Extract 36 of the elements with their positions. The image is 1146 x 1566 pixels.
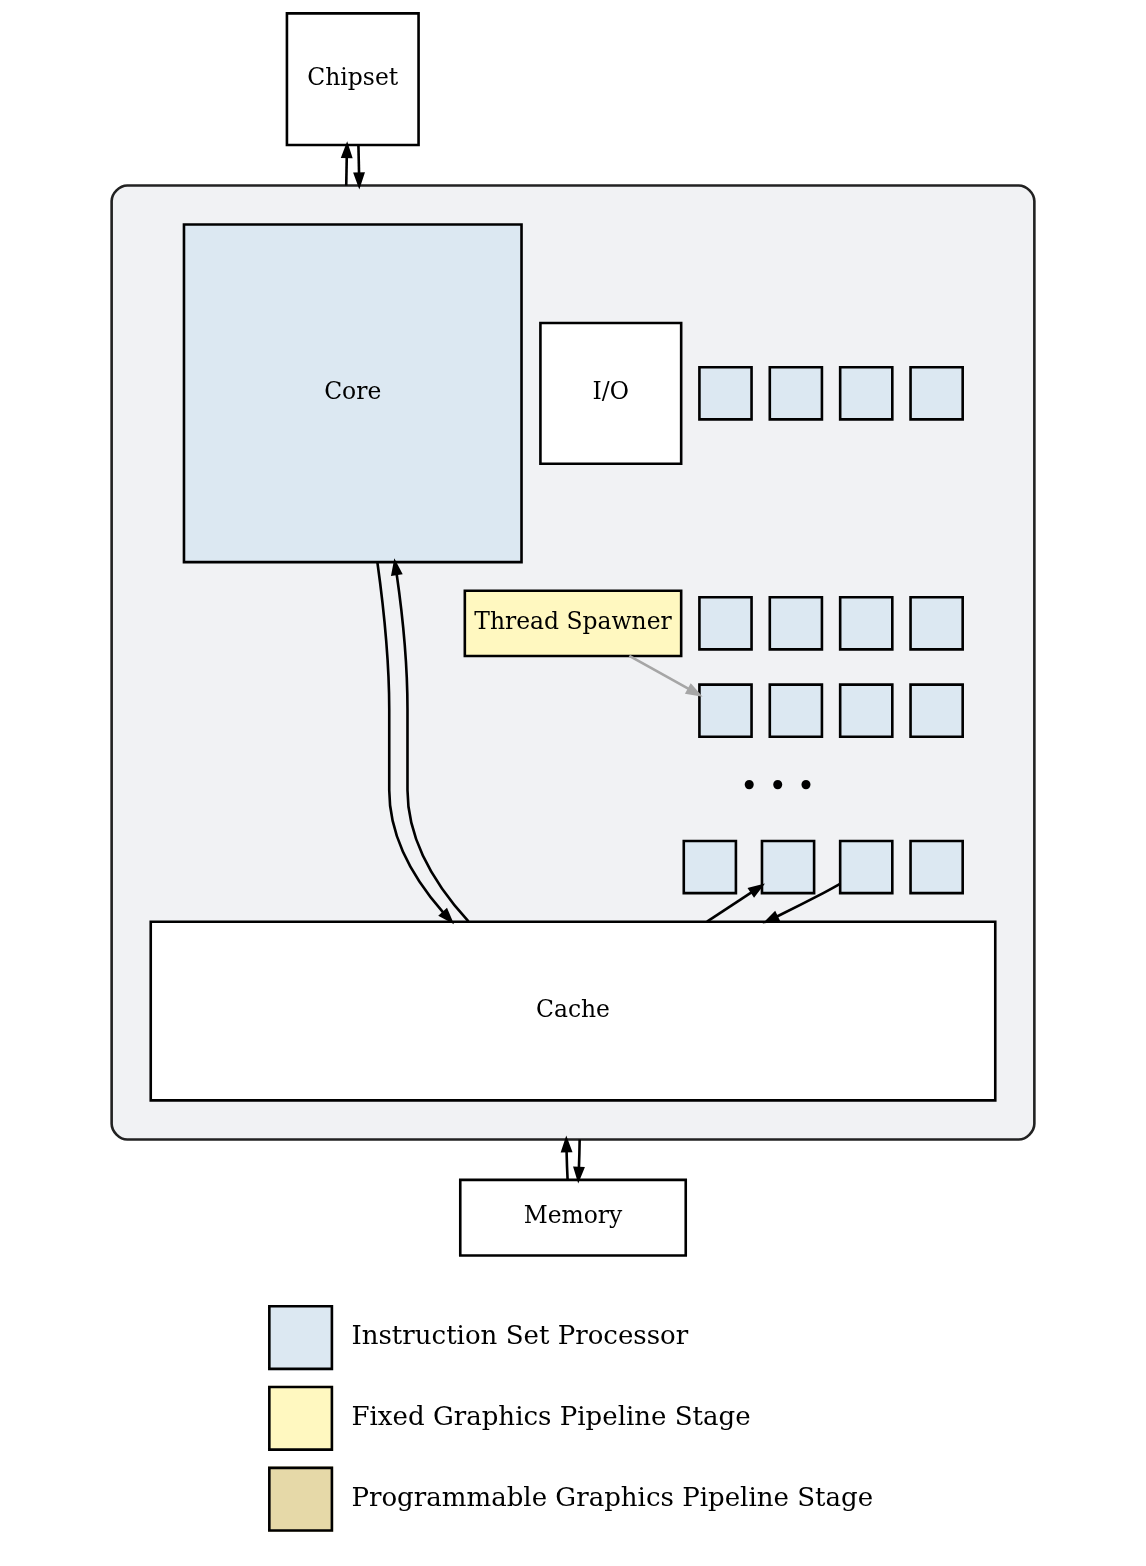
- node-box: Thread Spawner: [463, 589, 683, 658]
- node-box: [768, 365, 824, 421]
- node-box: [909, 683, 964, 739]
- legend-label: Programmable Graphics Pipeline Stage: [351, 1481, 874, 1512]
- arrow: [573, 1139, 585, 1184]
- cluster: [110, 184, 1036, 1141]
- node-box: [838, 595, 894, 651]
- arrow: [706, 883, 765, 923]
- arrow: [376, 562, 455, 925]
- node-box: [682, 839, 738, 895]
- arrow: [353, 145, 365, 190]
- node-box: [768, 595, 824, 651]
- legend-label: Instruction Set Processor: [351, 1320, 689, 1351]
- node-box: [909, 365, 964, 421]
- arrow: [560, 1135, 573, 1180]
- node-box: [760, 839, 816, 895]
- node-box: [909, 839, 964, 895]
- arrow: [340, 141, 353, 186]
- node-box: [838, 365, 894, 421]
- label: • • •: [740, 767, 816, 804]
- node-box: [838, 839, 894, 895]
- node-box: [909, 595, 964, 651]
- node-box: Core: [182, 223, 523, 564]
- node-box: [698, 683, 753, 739]
- arrow: [390, 558, 470, 923]
- node-box: [768, 683, 824, 739]
- node-box: [698, 365, 753, 421]
- node-box: Memory: [458, 1178, 688, 1257]
- arrow: [762, 882, 841, 924]
- node-box: I/O: [539, 321, 683, 465]
- node-box: Cache: [149, 920, 997, 1102]
- node-box: [838, 683, 894, 739]
- node-box: [698, 595, 753, 651]
- arrow: [628, 654, 703, 697]
- node-box: Chipset: [285, 12, 420, 147]
- legend-label: Fixed Graphics Pipeline Stage: [351, 1400, 751, 1431]
